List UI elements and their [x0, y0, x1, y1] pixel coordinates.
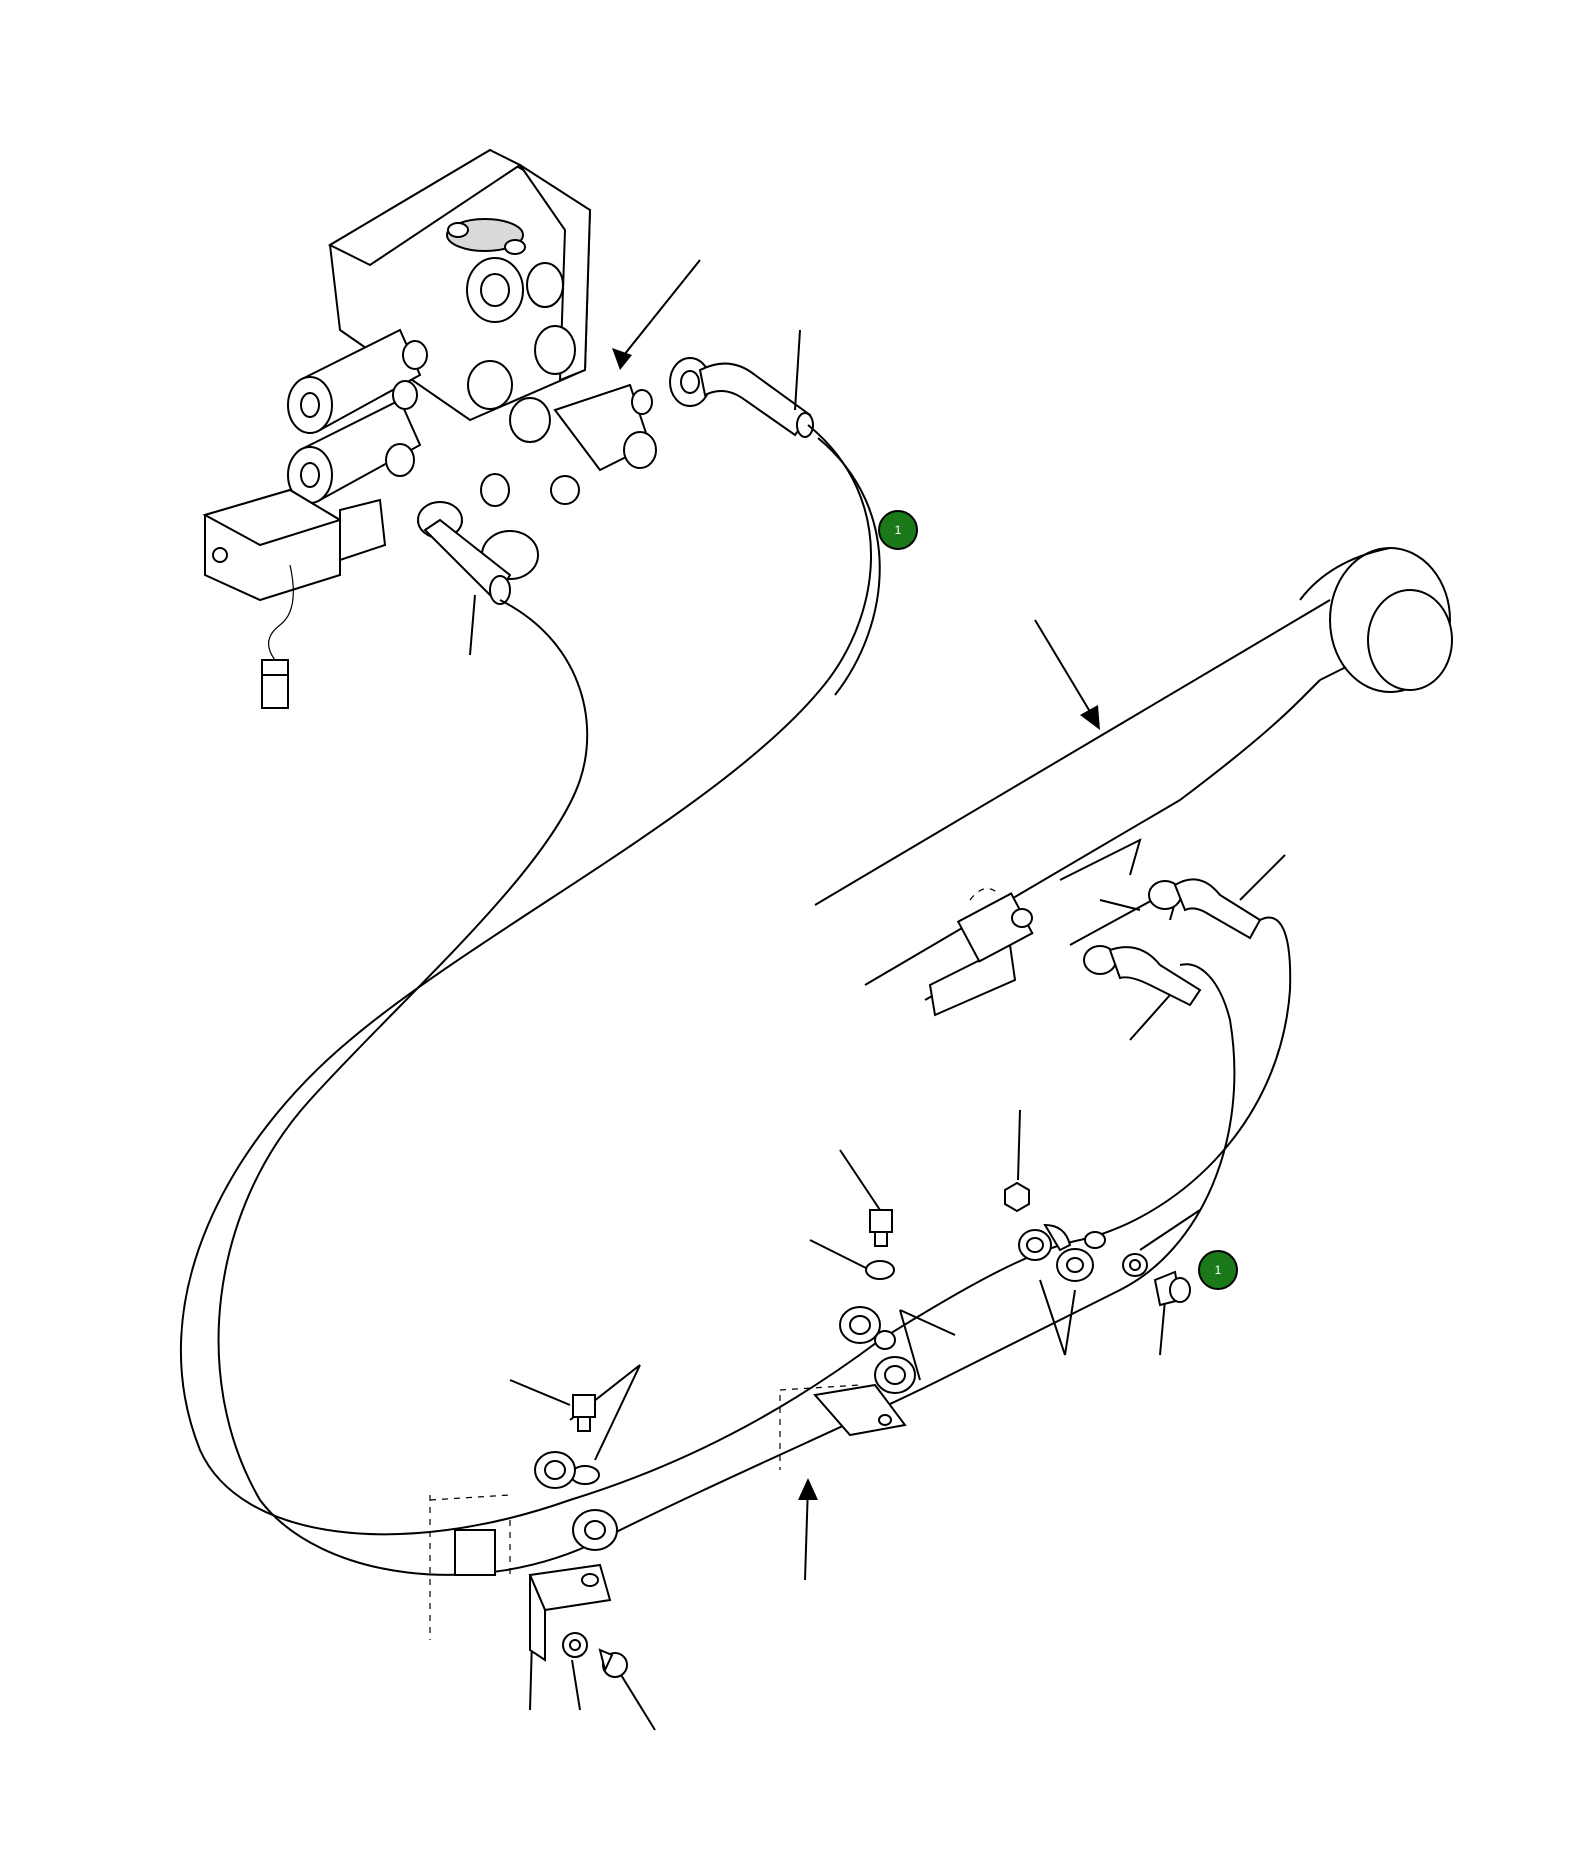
callout-badge-top[interactable]: 1 [878, 510, 918, 550]
clamp-group-middle [779, 1209, 916, 1470]
clamp-group-right [1004, 1181, 1191, 1307]
callout-badge-bottom[interactable]: 1 [1198, 1250, 1238, 1290]
boom-arm [814, 547, 1453, 1017]
clamp-group-lower [429, 1394, 628, 1678]
boom-end-fittings [1083, 878, 1262, 1007]
hydraulic-hose-a [179, 424, 1292, 1536]
control-valve-assembly [202, 148, 814, 709]
bracket-outline-left [429, 1494, 511, 1501]
bracket-outline-mid [779, 1384, 861, 1391]
